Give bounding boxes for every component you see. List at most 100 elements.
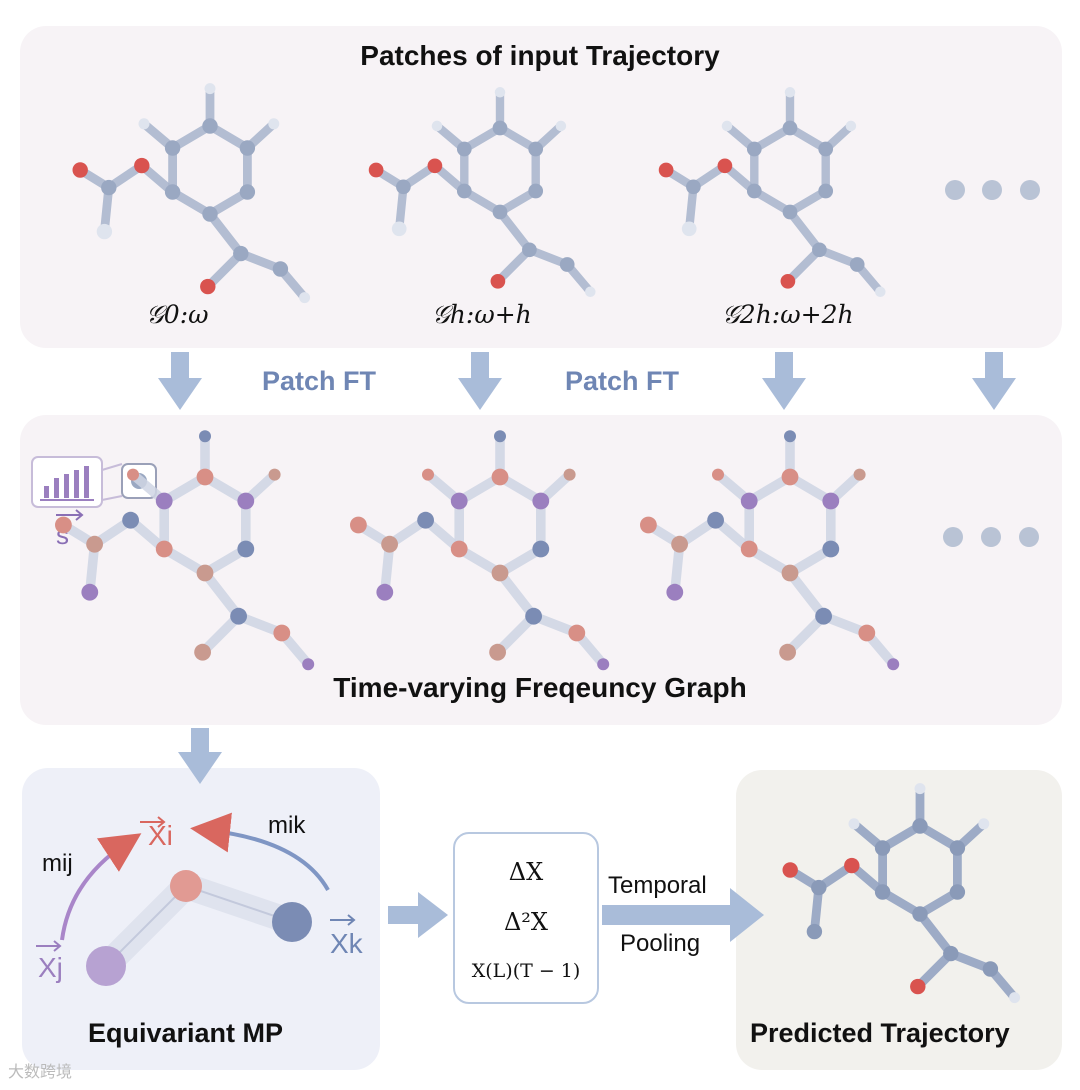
atom: [815, 607, 832, 625]
atom: [853, 468, 866, 481]
atom: [874, 840, 891, 856]
atom: [155, 492, 173, 510]
input-molecule-1: [368, 87, 596, 298]
bond: [495, 568, 539, 622]
atom: [491, 468, 509, 486]
equivariant-mp-title: Equivariant MP: [88, 1018, 284, 1048]
atom: [492, 120, 508, 136]
right-arrow-1: [388, 892, 448, 938]
atom: [1009, 992, 1021, 1004]
atom: [81, 583, 99, 601]
atom: [781, 564, 799, 582]
atom: [848, 818, 860, 830]
bond: [913, 949, 956, 991]
atom: [806, 923, 823, 940]
atom: [239, 140, 256, 156]
atom: [811, 879, 827, 896]
frequency-graph-1: [350, 430, 610, 671]
atom: [273, 624, 291, 642]
atom: [845, 120, 857, 132]
graph-label-2: 𝒢2h:ω+2h: [722, 300, 854, 329]
atom: [427, 158, 443, 174]
atom: [490, 273, 506, 289]
atom: [196, 564, 214, 582]
ellipsis-mid: [943, 527, 1039, 547]
atom: [204, 83, 216, 95]
atom: [717, 158, 733, 174]
atom: [681, 221, 697, 237]
atom: [782, 204, 798, 220]
atom: [86, 535, 103, 553]
atom: [658, 162, 674, 178]
bond: [203, 249, 246, 292]
watermark: 大数跨境: [8, 1064, 73, 1081]
atom: [914, 783, 926, 795]
xj-label: Xj: [38, 952, 63, 983]
atom: [982, 961, 999, 977]
atom: [492, 204, 508, 220]
atom: [822, 540, 840, 558]
bond: [785, 207, 824, 255]
down-arrows: [158, 352, 1016, 784]
bond: [493, 245, 534, 286]
atom: [138, 118, 150, 130]
atom: [194, 643, 212, 661]
atom: [568, 624, 586, 642]
atom: [559, 257, 575, 272]
atom: [164, 184, 181, 200]
bond: [783, 245, 824, 286]
frequency-graph-title: Time-varying Freqeuncy Graph: [333, 672, 747, 703]
frequency-graph-2: [640, 430, 900, 671]
atom: [874, 884, 891, 900]
pooling-label: Pooling: [620, 930, 701, 957]
atom: [237, 492, 255, 510]
down-arrow-4: [972, 352, 1016, 410]
atom: [489, 643, 506, 661]
atom: [456, 141, 472, 157]
atom: [494, 87, 506, 98]
atom: [101, 179, 117, 196]
atom: [707, 511, 724, 529]
atom: [350, 516, 367, 534]
atom: [597, 658, 610, 671]
atom: [122, 511, 139, 529]
temporal-label: Temporal: [608, 872, 707, 899]
predicted-trajectory-panel: [736, 770, 1062, 1070]
atom: [784, 430, 796, 443]
atom: [858, 624, 876, 642]
atom: [230, 607, 248, 625]
atom: [780, 273, 796, 289]
atom: [822, 492, 840, 510]
atom: [422, 468, 434, 481]
predicted-molecule: [782, 783, 1021, 1004]
right-arrow-2: [602, 888, 764, 942]
atom: [164, 140, 181, 156]
atom: [671, 535, 688, 553]
atom: [910, 978, 926, 995]
atom: [818, 183, 834, 199]
bond: [205, 209, 246, 259]
atom: [376, 583, 394, 601]
atom: [849, 257, 865, 272]
delta2-x: Δ²X: [503, 908, 549, 936]
frequency-graphs: [55, 430, 900, 671]
atom: [299, 292, 311, 304]
atom: [528, 141, 544, 157]
bond: [197, 611, 244, 658]
atom: [779, 643, 796, 661]
atom: [875, 286, 886, 298]
atom: [563, 468, 576, 481]
atom: [491, 564, 509, 582]
atom: [237, 540, 255, 558]
atom: [417, 511, 434, 529]
atom: [391, 221, 407, 237]
atom: [781, 468, 799, 486]
frequency-graph-0: [55, 430, 315, 671]
atom: [555, 120, 567, 132]
atom: [532, 492, 550, 510]
atom: [72, 162, 88, 178]
atom: [302, 658, 315, 671]
predicted-molecule-main: [782, 783, 1021, 1004]
atom: [712, 468, 724, 481]
atom: [740, 540, 758, 558]
